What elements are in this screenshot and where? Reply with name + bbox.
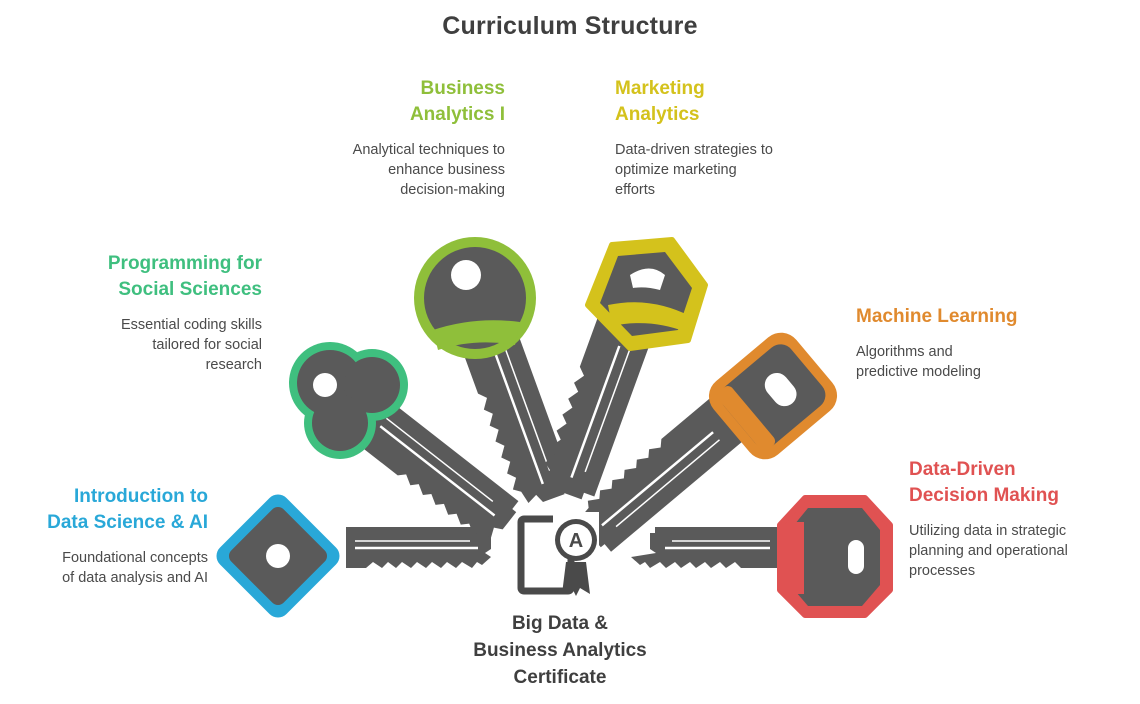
item-programming-desc: Essential coding skills tailored for soc… xyxy=(120,317,262,373)
item-business-desc: Analytical techniques to enhance busines… xyxy=(352,142,505,198)
item-ml-desc: Algorithms and predictive modeling xyxy=(856,344,981,380)
certificate-badge-icon: A xyxy=(517,512,599,596)
center-certificate-label: Big Data & Business Analytics Certificat… xyxy=(473,613,647,688)
key-programming xyxy=(289,342,519,539)
item-intro: Introduction to Data Science & AI Founda… xyxy=(0,484,208,588)
item-intro-desc: Foundational concepts of data analysis a… xyxy=(62,550,208,586)
item-marketing-desc: Data-driven strategies to optimize marke… xyxy=(615,142,773,198)
key-marketing xyxy=(544,237,708,500)
item-business-title: Business Analytics I xyxy=(409,78,505,125)
diagram-title: Curriculum Structure xyxy=(442,12,698,40)
item-intro-title: Introduction to Data Science & AI xyxy=(47,486,208,533)
key-decision xyxy=(631,495,893,618)
item-decision: Data-Driven Decision Making Utilizing da… xyxy=(909,457,1129,581)
item-decision-title: Data-Driven Decision Making xyxy=(909,459,1059,506)
item-business: Business Analytics I Analytical techniqu… xyxy=(235,76,505,200)
item-programming: Programming for Social Sciences Essentia… xyxy=(0,251,262,375)
key-ml xyxy=(580,332,838,552)
key-business xyxy=(414,237,573,503)
item-programming-title: Programming for Social Sciences xyxy=(107,253,262,300)
item-marketing: Marketing Analytics Data-driven strategi… xyxy=(615,76,885,200)
item-decision-desc: Utilizing data in strategic planning and… xyxy=(909,523,1068,579)
certificate-letter: A xyxy=(569,530,583,552)
item-ml: Machine Learning Algorithms and predicti… xyxy=(856,304,1126,382)
item-marketing-title: Marketing Analytics xyxy=(615,78,705,125)
item-ml-title: Machine Learning xyxy=(856,306,1018,327)
key-intro xyxy=(216,494,491,618)
